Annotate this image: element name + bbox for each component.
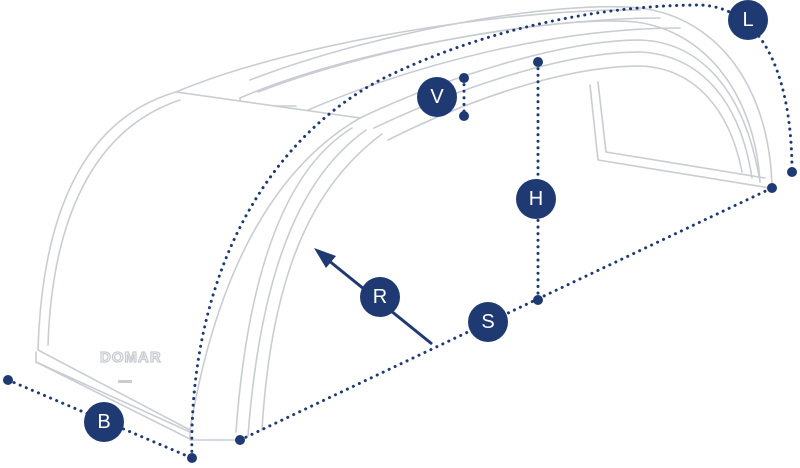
dim-line-l — [190, 3, 794, 460]
dim-end-v-top — [459, 73, 469, 83]
badge-b-label: B — [97, 411, 110, 433]
badge-h-circle — [516, 179, 556, 219]
badge-l-circle — [728, 0, 768, 40]
dimension-lines — [3, 3, 797, 463]
badge-b-circle — [84, 402, 124, 442]
dim-end-h-top — [533, 57, 543, 67]
fender-drawing: DOMAR — [35, 5, 773, 441]
badge-l: L — [728, 0, 768, 40]
brand-logo: DOMAR — [100, 349, 162, 366]
badge-s: S — [468, 302, 508, 342]
badge-h: H — [516, 179, 556, 219]
badge-b: B — [84, 402, 124, 442]
badge-s-circle — [468, 302, 508, 342]
badge-r-label: R — [373, 286, 387, 308]
badge-v: V — [417, 77, 457, 117]
dim-line-s — [238, 186, 774, 442]
dim-end-b-start — [3, 375, 13, 385]
dim-end-v-bottom — [459, 111, 469, 121]
logo-underline — [118, 380, 132, 383]
badge-v-circle — [417, 77, 457, 117]
badge-h-label: H — [529, 188, 543, 210]
badge-r-circle — [360, 277, 400, 317]
dim-end-l-start — [187, 453, 197, 463]
badge-s-label: S — [481, 311, 494, 333]
dim-end-s-end — [767, 183, 777, 193]
badge-v-label: V — [430, 86, 444, 108]
dim-end-l-end — [787, 167, 797, 177]
radius-arrow-head — [314, 248, 336, 268]
dim-end-s-start — [235, 435, 245, 445]
badge-l-label: L — [742, 9, 753, 31]
badge-r: R — [360, 277, 400, 317]
